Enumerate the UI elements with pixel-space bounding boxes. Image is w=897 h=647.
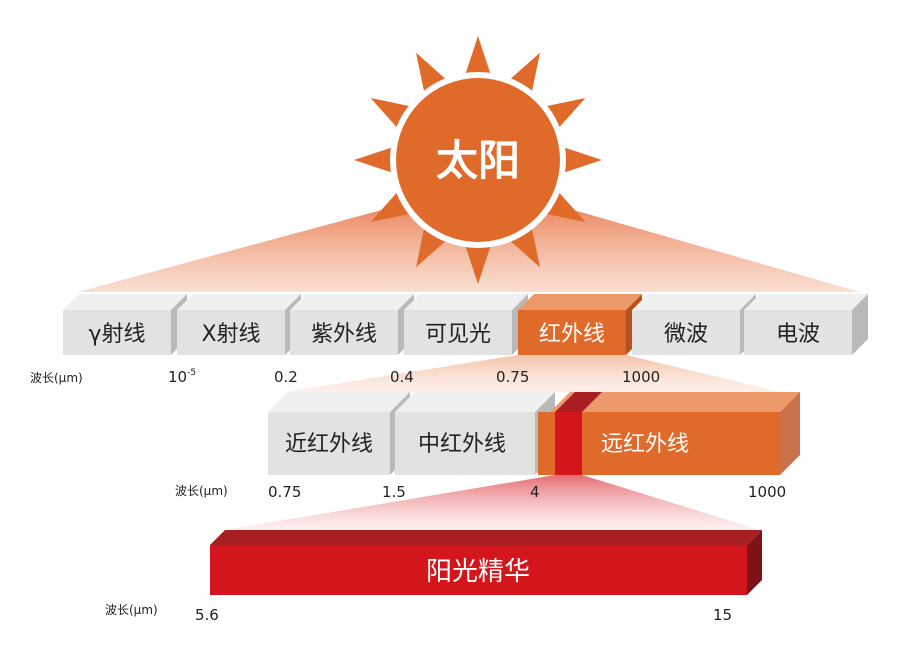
spectrum-band: 微波 [632, 294, 756, 355]
spectrum-band-label: 微波 [664, 322, 708, 347]
ir-tick-0.75: 0.75 [268, 483, 301, 501]
sun-ray [354, 147, 393, 173]
tick-1000: 1000 [622, 368, 660, 386]
ir-tick-1.5: 1.5 [382, 483, 406, 501]
spectrum-band: X射线 [177, 294, 301, 355]
mid-infrared-label: 中红外线 [418, 432, 506, 457]
essence-bar [210, 530, 762, 595]
spectrum-band: γ射线 [63, 294, 187, 355]
ir-tick-1000: 1000 [748, 483, 786, 501]
tick-0.4: 0.4 [390, 368, 414, 386]
spectrum-band: 紫外线 [290, 294, 414, 355]
spectrum-band-label: 紫外线 [311, 322, 377, 347]
infrared-wavelength-label: 波长(μm) [175, 484, 228, 498]
spectrum-band-label: 红外线 [539, 322, 605, 347]
essence-label: 阳光精华 [426, 557, 530, 587]
spectrum-band-label: 电波 [776, 322, 820, 347]
sun-label: 太阳 [436, 136, 520, 185]
spectrum-wavelength-label: 波长(μm) [30, 371, 83, 385]
near-infrared-label: 近红外线 [285, 432, 373, 457]
sun-ray [465, 245, 491, 284]
sun-ray [563, 147, 602, 173]
infrared-bar [268, 392, 800, 475]
spectrum-band: 电波 [744, 294, 868, 355]
tick-1e-5: 10-5 [168, 368, 196, 386]
ir-tick-4: 4 [530, 483, 540, 501]
spectrum-band: 红外线 [518, 294, 642, 355]
infrared-fan [285, 355, 780, 392]
essence-wavelength-label: 波长(μm) [105, 603, 158, 617]
essence-tick-5.6: 5.6 [195, 606, 219, 624]
spectrum-band-label: X射线 [201, 322, 260, 347]
spectrum-band-label: 可见光 [425, 322, 491, 347]
sun-icon [354, 36, 602, 284]
essence-fan [225, 475, 760, 530]
essence-tick-15: 15 [713, 606, 732, 624]
spectrum-band-label: γ射线 [88, 322, 145, 347]
spectrum-band: 可见光 [404, 294, 528, 355]
far-infrared-label: 远红外线 [601, 432, 689, 457]
sun-ray [465, 36, 491, 75]
tick-0.75: 0.75 [496, 368, 529, 386]
tick-0.2: 0.2 [274, 368, 298, 386]
